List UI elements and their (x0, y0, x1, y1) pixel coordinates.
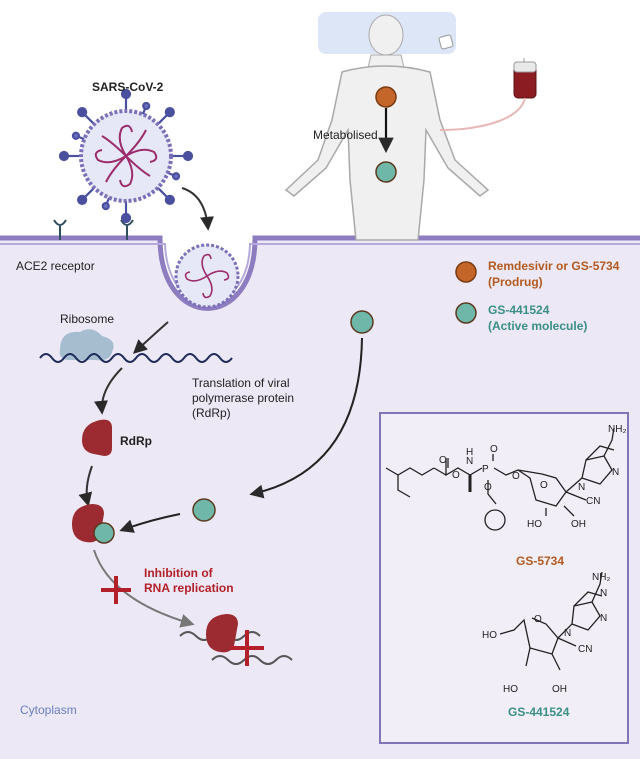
svg-text:O: O (534, 614, 542, 625)
legend-active-label: GS-441524 (Active molecule) (488, 303, 588, 333)
active-molecule-body (375, 161, 397, 183)
svg-text:N: N (466, 456, 473, 467)
svg-text:CN: CN (578, 644, 592, 655)
metabolised-label: Metabolised (313, 128, 378, 142)
svg-text:O: O (540, 480, 548, 491)
svg-text:N: N (564, 628, 571, 639)
svg-text:P: P (482, 464, 489, 475)
gs5734-atom-labels: O O N H P O O O O HO OH CN N N NH₂ (439, 424, 626, 530)
active-molecule-cytoplasm (350, 310, 374, 334)
svg-text:NH₂: NH₂ (592, 572, 610, 583)
rdrp-enzyme-icon (82, 419, 112, 456)
blocked-replication-cross-icon (230, 630, 264, 666)
endocytosed-virus-icon (174, 243, 240, 309)
gs5734-label: GS-5734 (516, 554, 565, 568)
svg-text:HO: HO (482, 630, 497, 641)
gs441524-structure (499, 571, 603, 671)
svg-text:O: O (452, 470, 460, 481)
rdrp-label: RdRp (120, 434, 152, 448)
blocked-rdrp-icon (206, 614, 238, 653)
svg-text:O: O (490, 444, 498, 455)
inhibition-label: Inhibition of RNA replication (144, 566, 234, 595)
cell-membrane (0, 235, 640, 311)
receptor-label: ACE2 receptor (16, 259, 95, 273)
svg-text:OH: OH (552, 684, 567, 695)
virus-label: SARS-CoV-2 (92, 80, 164, 94)
translation-label: Translation of viral polymerase protein … (192, 376, 295, 420)
ribosome-label: Ribosome (60, 312, 115, 326)
svg-text:O: O (439, 455, 447, 466)
active-molecule-bound (93, 522, 115, 544)
svg-text:CN: CN (586, 496, 600, 507)
viral-rna-strand (39, 353, 233, 363)
svg-text:O: O (484, 482, 492, 493)
ribosome-icon (59, 329, 114, 361)
inhibition-cross-icon (101, 576, 131, 604)
active-molecule-free (192, 498, 216, 522)
svg-text:OH: OH (571, 519, 586, 530)
svg-text:HO: HO (527, 519, 542, 530)
svg-text:H: H (466, 447, 473, 458)
svg-text:N: N (600, 588, 607, 599)
prodrug-molecule-body (375, 86, 397, 108)
gs5734-structure (385, 427, 615, 531)
svg-text:N: N (578, 482, 585, 493)
legend-prodrug-label: Remdesivir or GS-5734 (Prodrug) (488, 259, 620, 289)
legend-prodrug-swatch (455, 261, 477, 283)
sars-cov-2-virus-icon (58, 88, 194, 224)
svg-text:O: O (512, 471, 520, 482)
svg-text:N: N (600, 613, 607, 624)
gs441524-label: GS-441524 (508, 705, 570, 719)
iv-bag-icon (439, 58, 537, 131)
gs441524-atom-labels: HO O HO OH CN N N N NH₂ (482, 572, 610, 695)
legend-active-swatch (455, 302, 477, 324)
ace2-receptor-icon (53, 219, 134, 240)
svg-text:NH₂: NH₂ (608, 424, 626, 435)
svg-text:HO: HO (503, 684, 518, 695)
structures-panel (379, 412, 629, 744)
svg-text:N: N (612, 467, 619, 478)
cytoplasm-label: Cytoplasm (20, 703, 77, 717)
